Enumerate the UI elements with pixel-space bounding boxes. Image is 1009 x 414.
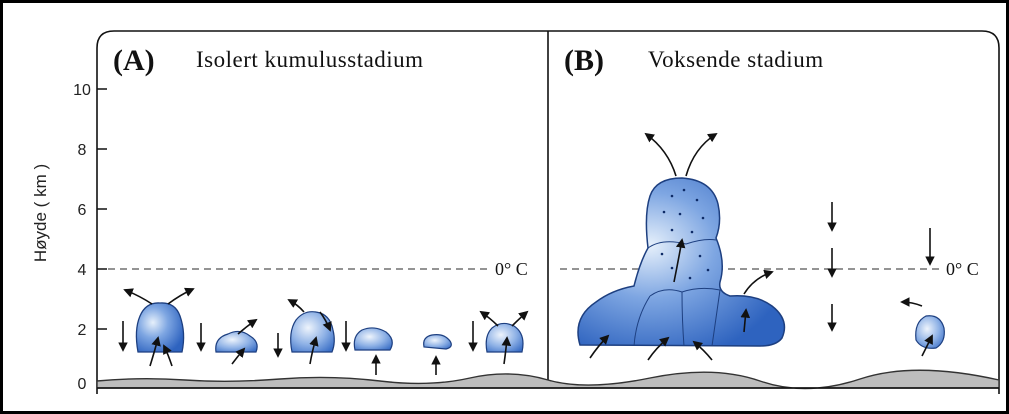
freezing-level-label-a: 0° C — [495, 259, 528, 279]
ice-particle — [707, 269, 710, 272]
ice-particle — [663, 211, 666, 214]
small-cumulus-cloud — [916, 316, 945, 349]
y-axis-title: Høyde ( km ) — [31, 164, 50, 262]
y-tick-label-6: 6 — [78, 202, 87, 219]
freezing-level-label-b: 0° C — [946, 259, 979, 279]
y-tick-label-8: 8 — [78, 142, 87, 159]
panel-b-title: Voksende stadium — [648, 47, 824, 72]
ice-particle — [689, 277, 692, 280]
ice-particle — [691, 231, 694, 234]
panel-a-title: Isolert kumulusstadium — [196, 47, 424, 72]
cumulus-cloud-1 — [136, 303, 183, 352]
y-tick-label-4: 4 — [78, 262, 87, 279]
ice-particle — [661, 253, 664, 256]
ice-particle — [702, 217, 705, 220]
panel-a-letter: (A) — [113, 44, 155, 77]
panel-b-letter: (B) — [564, 44, 604, 77]
ice-particle — [679, 213, 682, 216]
ice-particle — [683, 189, 686, 192]
y-tick-label-2: 2 — [78, 322, 87, 339]
y-tick-label-10: 10 — [73, 82, 91, 99]
ice-particle — [696, 199, 699, 202]
ice-particle — [671, 229, 674, 232]
cumulus-cloud-3 — [291, 312, 335, 352]
y-tick-label-0: 0 — [78, 376, 87, 393]
ice-particle — [699, 255, 702, 258]
ice-particle — [671, 267, 674, 270]
ice-particle — [671, 195, 674, 198]
